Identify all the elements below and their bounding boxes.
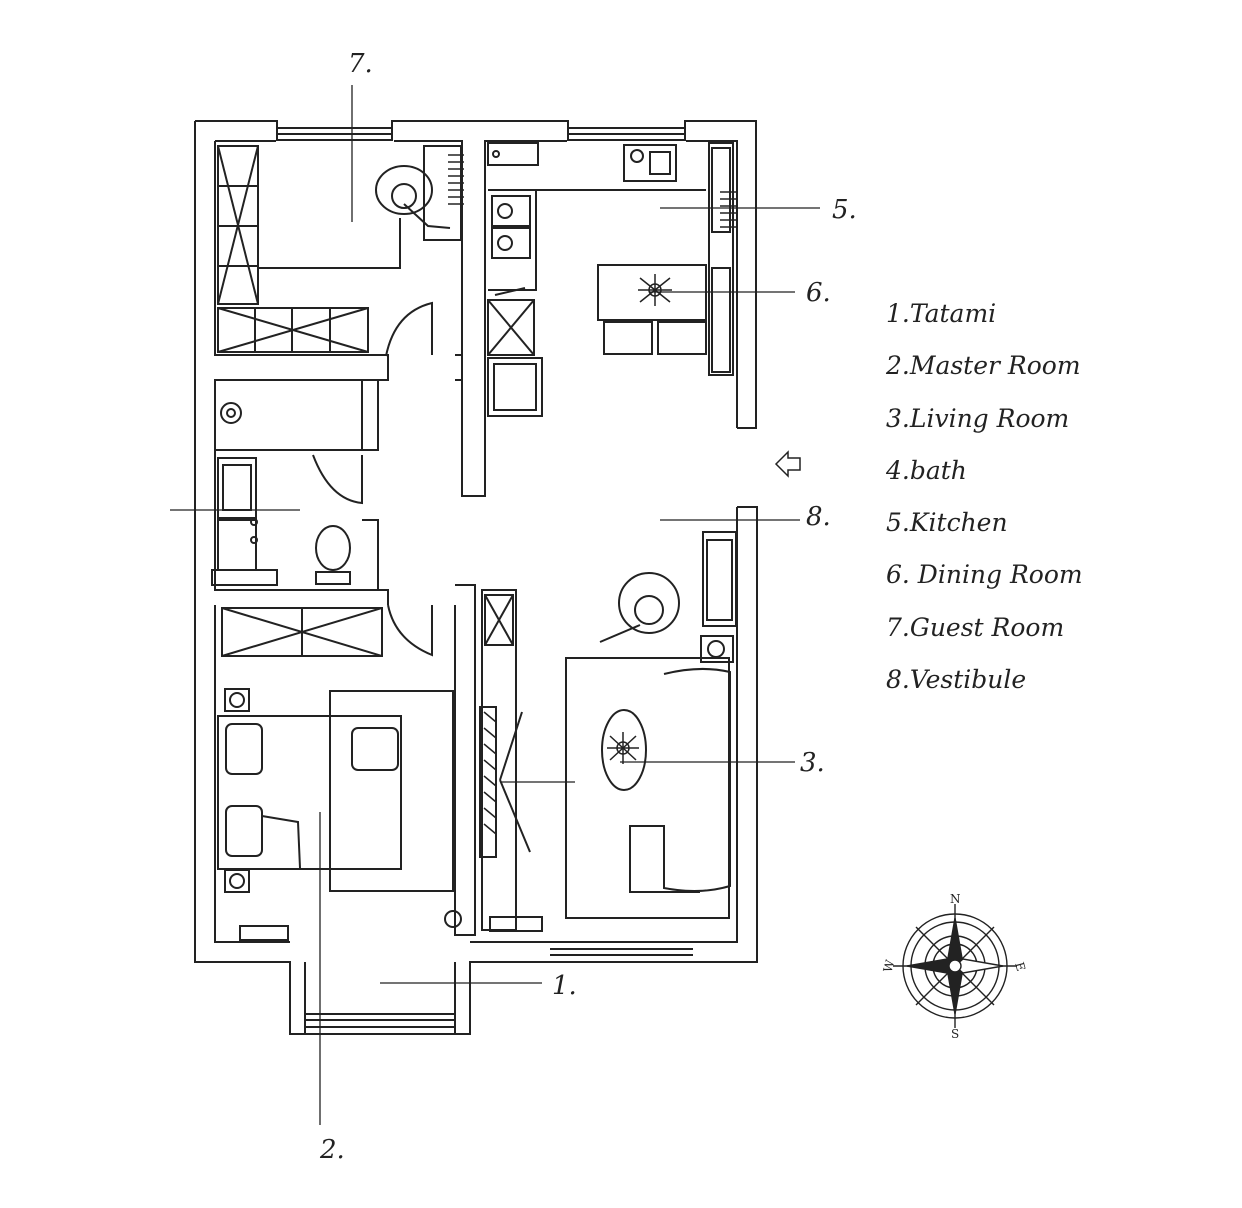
kitchen-dining-furniture xyxy=(487,142,734,417)
legend-item-living-room: 3.Living Room xyxy=(886,403,1070,433)
compass-south: S xyxy=(951,1027,959,1041)
callout-leaders xyxy=(170,85,820,1125)
exterior-walls xyxy=(194,120,758,1035)
living-vestibule-furniture xyxy=(479,531,737,932)
compass-east: E xyxy=(1012,961,1028,973)
callout-labels: 7. 5. 6. 8. 3. 1. 2. xyxy=(319,49,857,1165)
callout-3: 3. xyxy=(800,748,825,778)
bath-fixtures xyxy=(211,379,433,657)
legend-item-tatami: 1.Tatami xyxy=(886,299,997,328)
guest-room-furniture xyxy=(217,145,462,357)
room-legend: 1.Tatami 2.Master Room 3.Living Room 4.b… xyxy=(886,292,1083,710)
legend-item-dining-room: 6. Dining Room xyxy=(886,560,1083,590)
compass-north: N xyxy=(950,892,961,906)
callout-8: 8. xyxy=(806,502,831,532)
callout-6: 6. xyxy=(806,278,831,308)
legend-item-guest-room: 7.Guest Room xyxy=(886,612,1065,642)
table-flower-icon xyxy=(607,274,672,764)
legend-item-vestibule: 8.Vestibule xyxy=(886,665,1027,695)
callout-2: 2. xyxy=(319,1135,345,1165)
legend-item-kitchen: 5.Kitchen xyxy=(886,508,1008,538)
compass-letters: N E S W xyxy=(881,892,1028,1041)
legend-item-bath: 4.bath xyxy=(886,455,967,485)
compass-rose-icon xyxy=(893,904,1017,1028)
entrance-arrow-icon xyxy=(774,450,801,478)
callout-5: 5. xyxy=(832,195,857,225)
master-room-furniture xyxy=(217,607,462,941)
callout-7: 7. xyxy=(348,49,373,79)
callout-1: 1. xyxy=(552,971,577,1001)
legend-item-master-room: 2.Master Room xyxy=(886,351,1081,381)
radiator-hatching xyxy=(448,154,736,835)
compass-west: W xyxy=(881,958,898,974)
